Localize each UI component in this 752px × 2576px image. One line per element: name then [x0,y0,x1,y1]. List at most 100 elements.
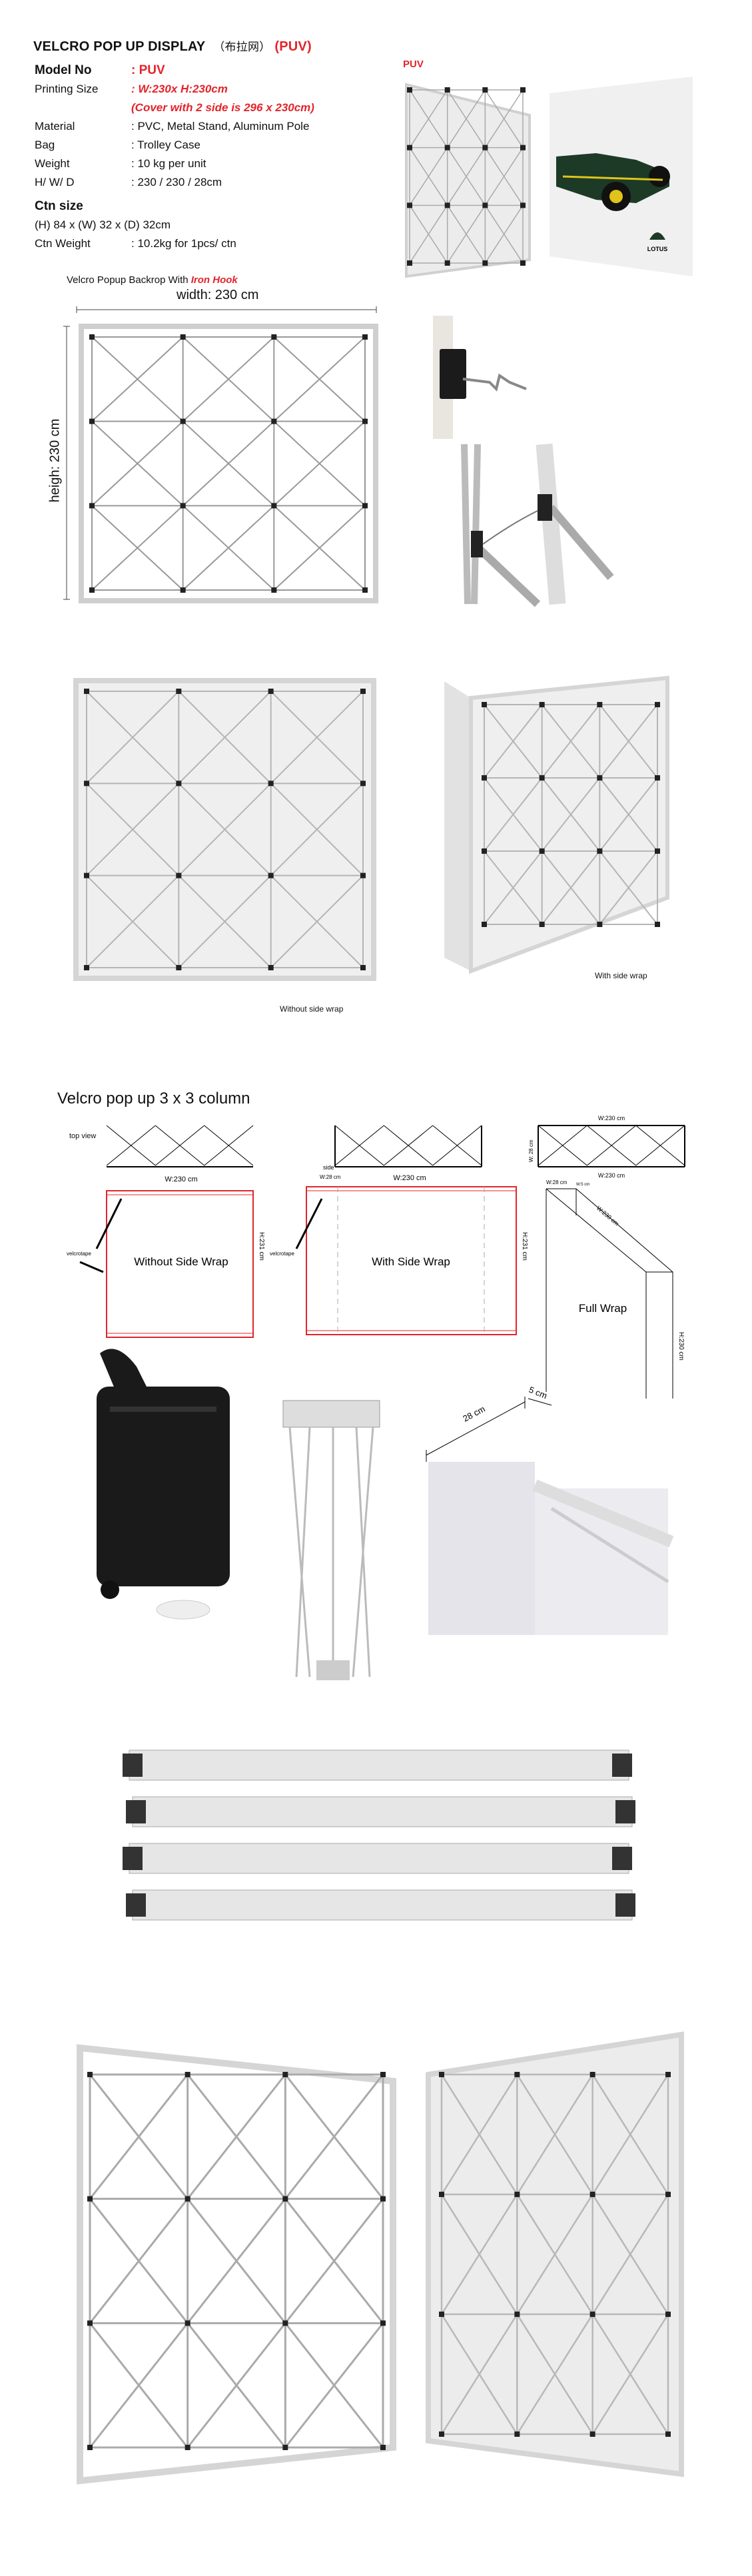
velcro-tape-label: velcrotape [67,1251,91,1257]
full-height: H:230 cm [677,1332,685,1361]
connector-icon [271,418,277,424]
full-bottom-width: W:230 cm [598,1172,625,1179]
spec-row-hwd: H/ W/ D: 230 / 230 / 28cm [35,173,314,192]
connector-icon [268,965,274,970]
connector-icon [444,145,450,151]
diagram-without-side-wrap: W:230 cm velcrotape Without Side Wrap H:… [67,1175,265,1338]
spec-row-ctn-dims: (H) 84 x (W) 32 x (D) 32cm [35,216,314,234]
corner-wrap-label: 5 cm [528,1385,549,1401]
frame-with-fabric-photo [426,2031,684,2477]
connector-icon [380,2072,386,2077]
connector-icon [439,2431,444,2437]
connector-icon [407,260,412,266]
corner-depth-label: 28 cm [461,1404,486,1424]
connector-icon [180,503,186,509]
connector-icon [539,848,545,854]
without-label: Without Side Wrap [134,1255,228,1268]
spec-value: : Trolley Case [131,139,200,151]
spec-value: (H) 84 x (W) 32 x (D) 32cm [35,218,171,231]
connector-icon [185,2445,190,2450]
connector-icon [589,2431,595,2437]
connector-icon [362,418,368,424]
connector-icon [185,2196,190,2202]
velcro-tape-label: velcrotape [270,1251,294,1257]
side-label: side [323,1164,334,1171]
connector-icon [482,260,488,266]
connector-icon [439,2192,444,2197]
connector-icon [514,2072,520,2077]
connector-icon [597,922,603,927]
diagram-height: H:231 cm [521,1232,528,1261]
with-side-wrap-caption: With side wrap [595,971,647,980]
diagram-width: W:230 cm [165,1175,197,1183]
trolley-bag-photo [97,1349,230,1620]
connector-icon [271,334,277,340]
caption-highlight: Iron Hook [190,274,238,286]
diagram-height: H:231 cm [258,1232,265,1261]
connector-icon [89,334,95,340]
connector-icon [87,2445,93,2450]
connector-icon [482,922,487,927]
connector-icon [444,202,450,208]
connector-icon [589,2072,595,2077]
with-side-wrap-photo [444,675,669,974]
end-cap [615,1800,635,1823]
full-depth: W:28 cm [546,1179,567,1185]
end-cap [123,1847,143,1870]
spec-label: Ctn size [35,199,83,213]
connector-icon [176,781,182,787]
connector-icon [282,2196,288,2202]
connector-icon [268,781,274,787]
top-view-without [106,1125,254,1167]
connector-icon [597,775,603,781]
connector-icon [84,965,89,970]
connector-icon [268,872,274,878]
connector-icon [597,702,603,707]
diagram-full-wrap: W:28 cm W:5 cm W:230 cm Full Wrap H:230 … [546,1179,685,1399]
connector-icon [89,587,95,593]
connector-icon [84,689,89,694]
connector-icon [271,503,277,509]
spec-value: : PUV [131,63,165,77]
spec-row-model: Model No : PUV [35,61,314,80]
connector-icon [655,848,660,854]
spec-row-weight: Weight : 10 kg per unit [35,155,314,173]
iron-hook-photo [433,316,527,439]
connector-icon [87,2320,93,2326]
spec-value: : 10 kg per unit [131,157,206,170]
spec-label: Material [35,120,75,133]
connector-icon [360,872,366,878]
connector-icon [520,145,526,151]
product-title: VELCRO POP UP DISPLAY（布拉网）(PUV) [33,37,312,55]
spec-label: Printing Size [35,83,99,95]
end-cap [123,1754,143,1777]
frame-photo [79,324,378,603]
folded-frame-photo [282,1400,380,1680]
connector-icon [282,2072,288,2077]
spec-row-ctn-size: Ctn size [35,197,314,216]
spec-label: Model No [35,63,92,77]
connector-icon [282,2320,288,2326]
end-cap [615,1893,635,1917]
diagram-width: W:230 cm [393,1174,426,1182]
spec-label: Bag [35,139,55,151]
caption-text: Velcro Popup Backrop With [67,274,188,286]
connector-icon [360,965,366,970]
connector-icon [407,145,412,151]
spec-note: (Cover with 2 side is 296 x 230cm) [131,101,314,114]
full-diag-width: W:230 cm [595,1205,620,1227]
end-cap [126,1800,146,1823]
folded-frame [132,1796,633,1827]
connector-icon [514,2431,520,2437]
without-side-wrap-photo [73,678,376,981]
spec-label: Weight [35,157,70,170]
width-label: width: 230 cm [177,288,259,302]
connector-icon [665,2192,671,2197]
connector-icon [89,503,95,509]
title-code: (PUV) [274,39,312,54]
end-cap [612,1847,632,1870]
full-top-width: W:230 cm [598,1115,625,1122]
connector-icon [180,334,186,340]
hero-label: PUV [403,59,424,70]
connector-icon [665,2431,671,2437]
